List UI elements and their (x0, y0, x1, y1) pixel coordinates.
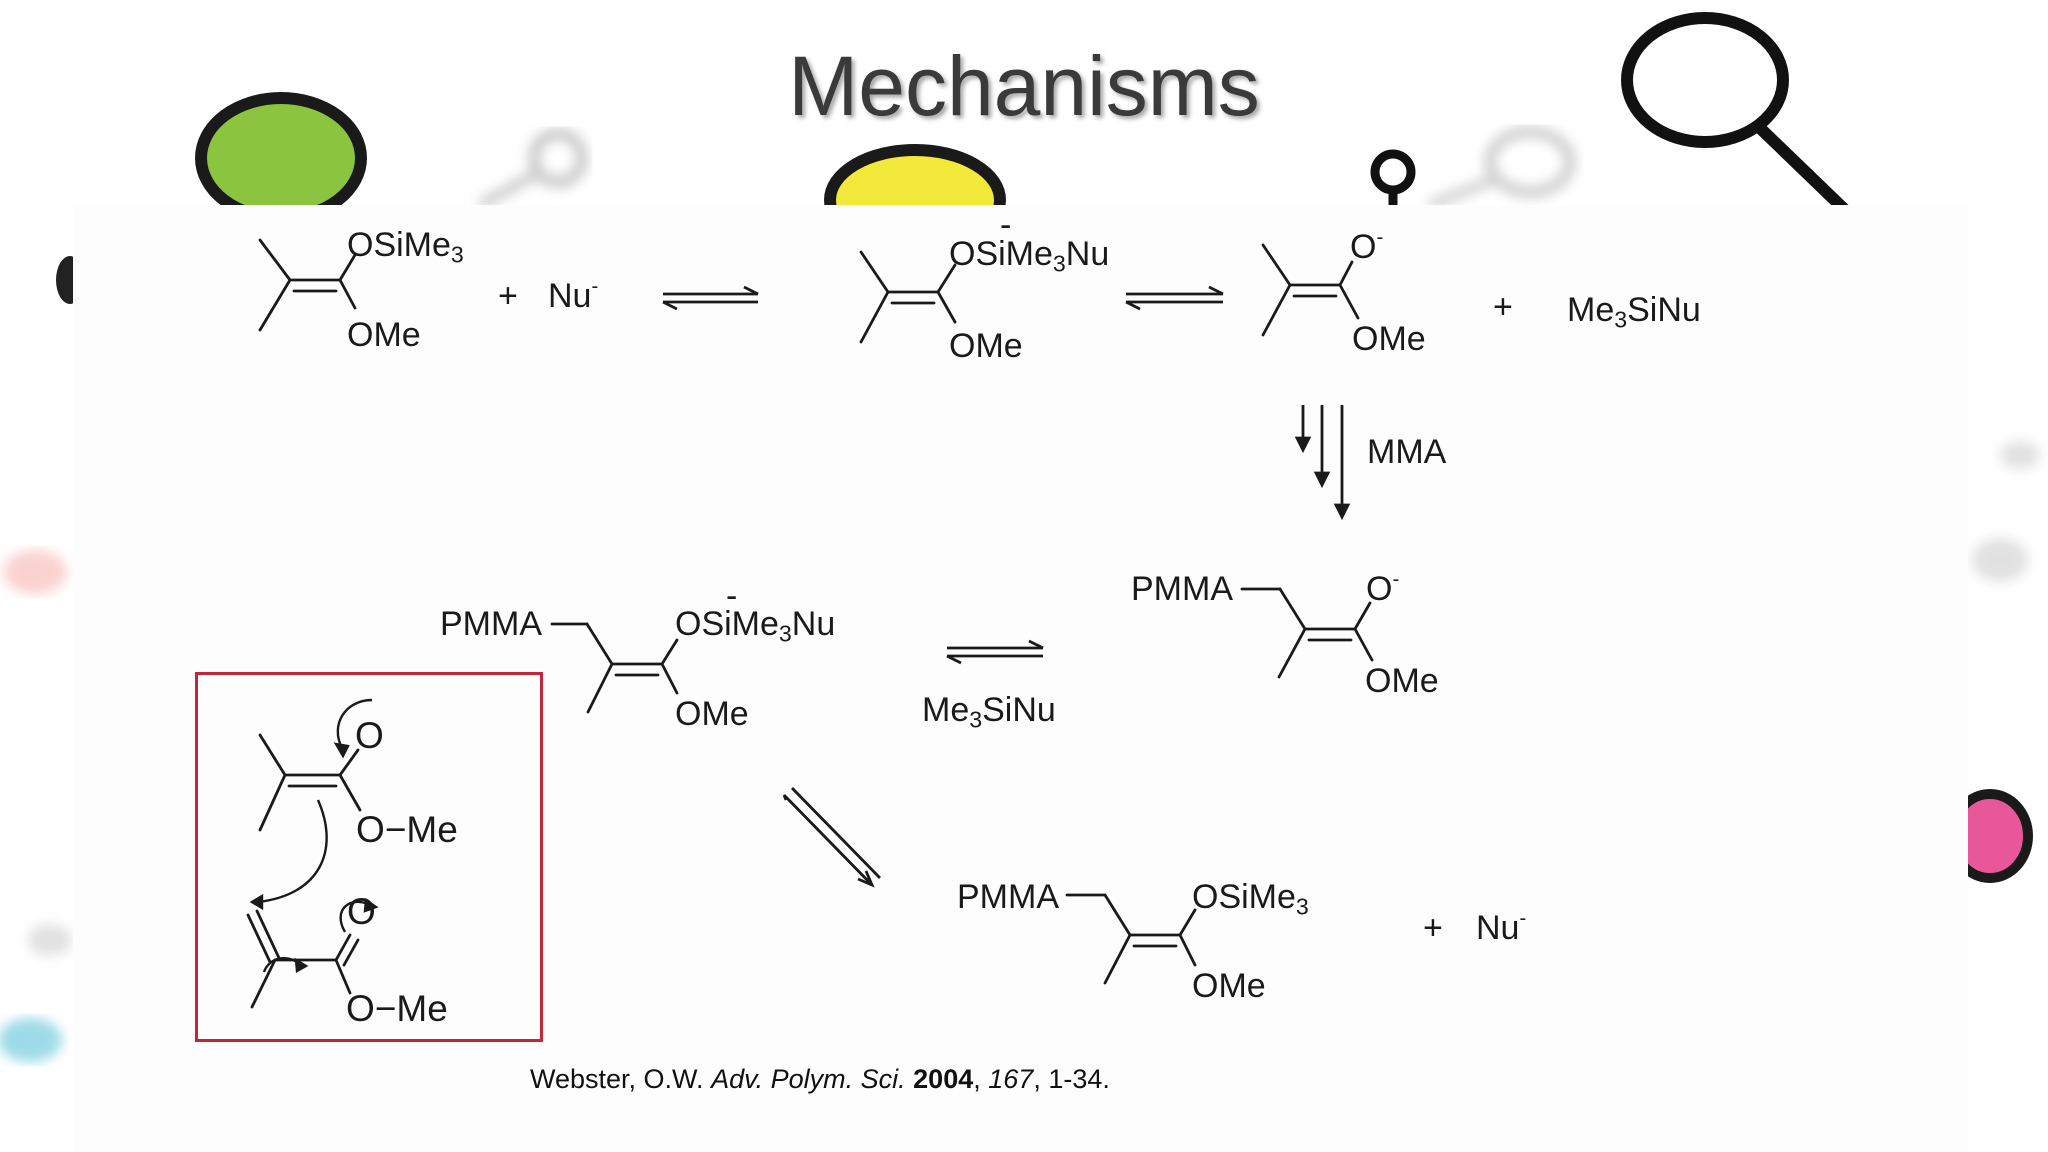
r5-bonds (1240, 587, 1374, 679)
inset-bonds (246, 733, 362, 1009)
citation: Webster, O.W. Adv. Polym. Sci. 2004, 167… (530, 1064, 1110, 1094)
equilibrium-arrow-2 (1125, 285, 1224, 311)
magnifier-icon (1621, 12, 1851, 216)
inset-ome-bottom: O−Me (346, 988, 448, 1029)
citation-year: 2004 (913, 1064, 974, 1094)
citation-volume: 167 (988, 1064, 1034, 1094)
r3-plus: + (1493, 288, 1513, 326)
citation-authors: Webster, O.W. (530, 1064, 704, 1094)
r1-ome: OMe (347, 316, 421, 354)
r6-bonds (1065, 893, 1197, 985)
citation-journal: Adv. Polym. Sci. (711, 1064, 906, 1094)
r2-charge: - (1000, 206, 1012, 244)
r4-ome: OMe (675, 695, 749, 733)
inset-o-bottom: O (347, 891, 376, 932)
r4-bonds (550, 622, 679, 714)
pin-icon (1428, 126, 1576, 210)
r3-byproduct: Me3SiNu (1567, 291, 1701, 333)
r3-enolate-o: O- (1350, 226, 1384, 266)
mechanism-inset-box (195, 672, 543, 1042)
equilibrium-arrows (662, 285, 1224, 888)
r1-silyl-group: OSiMe3 (347, 226, 464, 268)
pin-icon (477, 128, 588, 210)
r5-ome: OMe (1365, 662, 1439, 700)
r6-ome: OMe (1192, 967, 1266, 1005)
r6-silyl-group: OSiMe3 (1192, 878, 1309, 920)
r6-plus: + (1423, 909, 1443, 947)
salmon-blob-icon (3, 550, 67, 594)
propagation-arrows (1294, 405, 1351, 521)
r6-nucleophile: Nu- (1476, 907, 1527, 947)
equilibrium-arrow-diagonal (782, 787, 882, 888)
scheme-panel (73, 205, 1968, 1152)
inset-o-top: O (355, 715, 384, 756)
equilibrium-arrow-3 (946, 639, 1044, 665)
r2-bonds (859, 250, 957, 344)
mma-label: MMA (1367, 433, 1447, 471)
inset-ome-top: O−Me (356, 809, 458, 850)
r6-pmma: PMMA (957, 878, 1059, 916)
faint-blob-icon (28, 441, 2040, 956)
r1-plus: + (498, 277, 518, 315)
curved-arrows (249, 698, 379, 973)
r3-ome: OMe (1352, 320, 1426, 358)
r4-charge: - (726, 577, 738, 615)
r4-pmma: PMMA (440, 605, 542, 643)
r4-group: OSiMe3Nu (675, 605, 836, 647)
r2-group: OSiMe3Nu (949, 235, 1110, 277)
r5-enolate-o: O- (1366, 568, 1400, 608)
r2-ome: OMe (949, 327, 1023, 365)
r3-bonds (1261, 243, 1360, 337)
r1-bonds (258, 238, 357, 332)
cyan-blob-icon (0, 1018, 62, 1062)
citation-pages: 1-34. (1048, 1064, 1110, 1094)
slide-title: Mechanisms (788, 39, 1260, 133)
equilibrium-arrow-1 (662, 285, 759, 311)
r5-pmma: PMMA (1131, 570, 1233, 608)
equilibrium-byproduct: Me3SiNu (922, 691, 1056, 733)
pin-icon (1370, 149, 1416, 205)
r1-nucleophile: Nu- (548, 275, 599, 315)
